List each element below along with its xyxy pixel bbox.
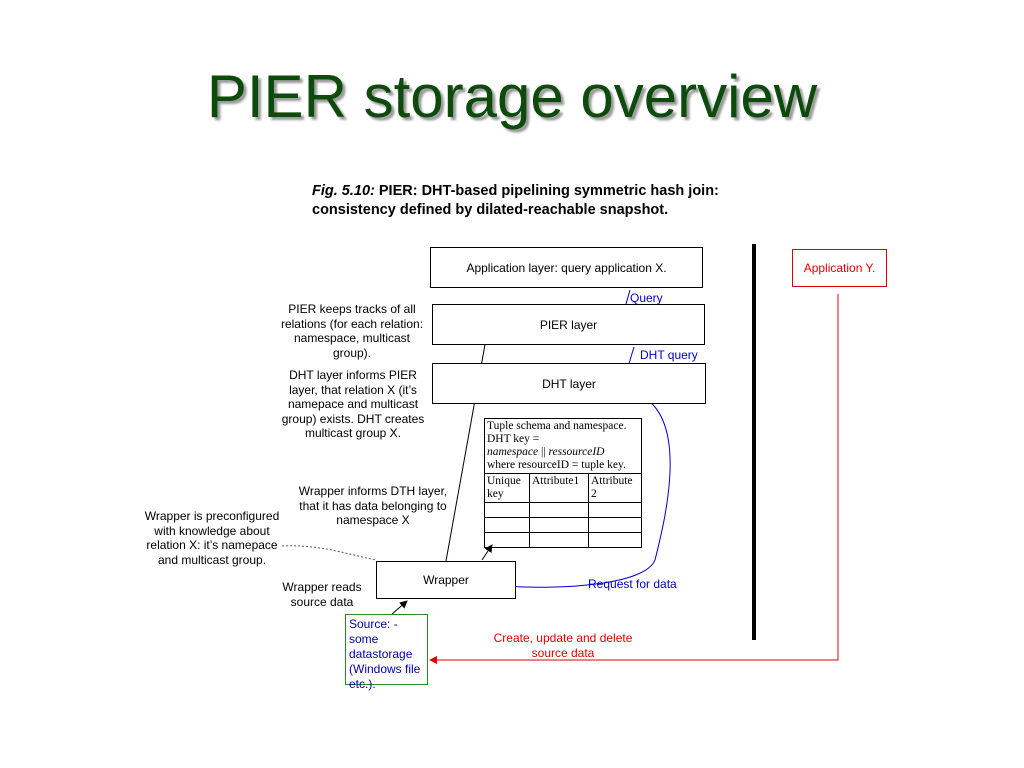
dht-informs-note: DHT layer informs PIER layer, that relat… (281, 368, 425, 440)
schema-line-3: namespace || ressourceID (487, 446, 639, 459)
schema-line-4: where resourceID = tuple key. (487, 459, 626, 471)
query-label: Query (630, 291, 663, 305)
wrapper-label: Wrapper (423, 573, 469, 587)
create-update-delete-label: Create, update and delete source data (493, 631, 633, 660)
source-label: Source: - some datastorage (Windows file… (349, 617, 421, 691)
table-row (484, 502, 642, 518)
table-cell (484, 517, 530, 533)
table-row (484, 517, 642, 533)
dht-query-label: DHT query (640, 348, 698, 362)
request-for-data-label: Request for data (588, 577, 677, 591)
figure-caption-text: PIER: DHT-based pipelining symmetric has… (312, 183, 719, 218)
dht-layer-box: DHT layer (432, 363, 706, 404)
column-header: Unique key (484, 473, 530, 503)
application-y-line (429, 294, 839, 664)
tuple-schema-header: Tuple schema and namespace. DHT key = na… (484, 418, 642, 474)
table-cell (529, 502, 589, 518)
tuple-schema-table: Tuple schema and namespace. DHT key = na… (484, 418, 642, 548)
wrapper-to-table-arrow (481, 544, 493, 561)
table-row (484, 532, 642, 548)
table-cell (588, 502, 642, 518)
wrapper-reads-note: Wrapper reads source data (282, 580, 362, 609)
wrapper-informs-note: Wrapper informs DTH layer, that it has d… (298, 484, 448, 527)
request-for-data-arrow (505, 394, 671, 591)
application-y-label: Application Y. (803, 261, 876, 275)
source-to-wrapper-arrow (391, 600, 408, 615)
schema-namespace: namespace (487, 446, 539, 458)
schema-line-1: Tuple schema and namespace. (487, 420, 627, 432)
pier-layer-box: PIER layer (432, 304, 705, 345)
wrapper-preconfigured-note: Wrapper is preconfigured with knowledge … (144, 509, 280, 567)
table-cell (484, 532, 530, 548)
source-box: Source: - some datastorage (Windows file… (345, 614, 428, 691)
table-cell (529, 532, 589, 548)
column-header: Attribute1 (529, 473, 589, 503)
table-cell (588, 517, 642, 533)
application-layer-box: Application layer: query application X. (430, 247, 703, 288)
preconfigured-connector (281, 545, 377, 561)
schema-concat: || (538, 446, 549, 458)
pier-tracks-note: PIER keeps tracks of all relations (for … (280, 302, 424, 360)
dht-layer-label: DHT layer (542, 376, 596, 391)
figure-caption: Fig. 5.10: PIER: DHT-based pipelining sy… (312, 182, 752, 220)
application-layer-label: Application layer: query application X. (466, 260, 667, 275)
schema-resource-id: ressourceID (548, 446, 605, 458)
application-y-box: Application Y. (792, 249, 887, 287)
page-title: PIER storage overview (206, 63, 818, 130)
table-cell (529, 517, 589, 533)
table-cell (588, 532, 642, 548)
figure-number: Fig. 5.10: (312, 183, 375, 199)
column-header: Attribute 2 (588, 473, 642, 503)
schema-line-2: DHT key = (487, 433, 540, 445)
table-cell (484, 502, 530, 518)
wrapper-box: Wrapper (376, 561, 516, 599)
pier-layer-label: PIER layer (539, 317, 598, 332)
